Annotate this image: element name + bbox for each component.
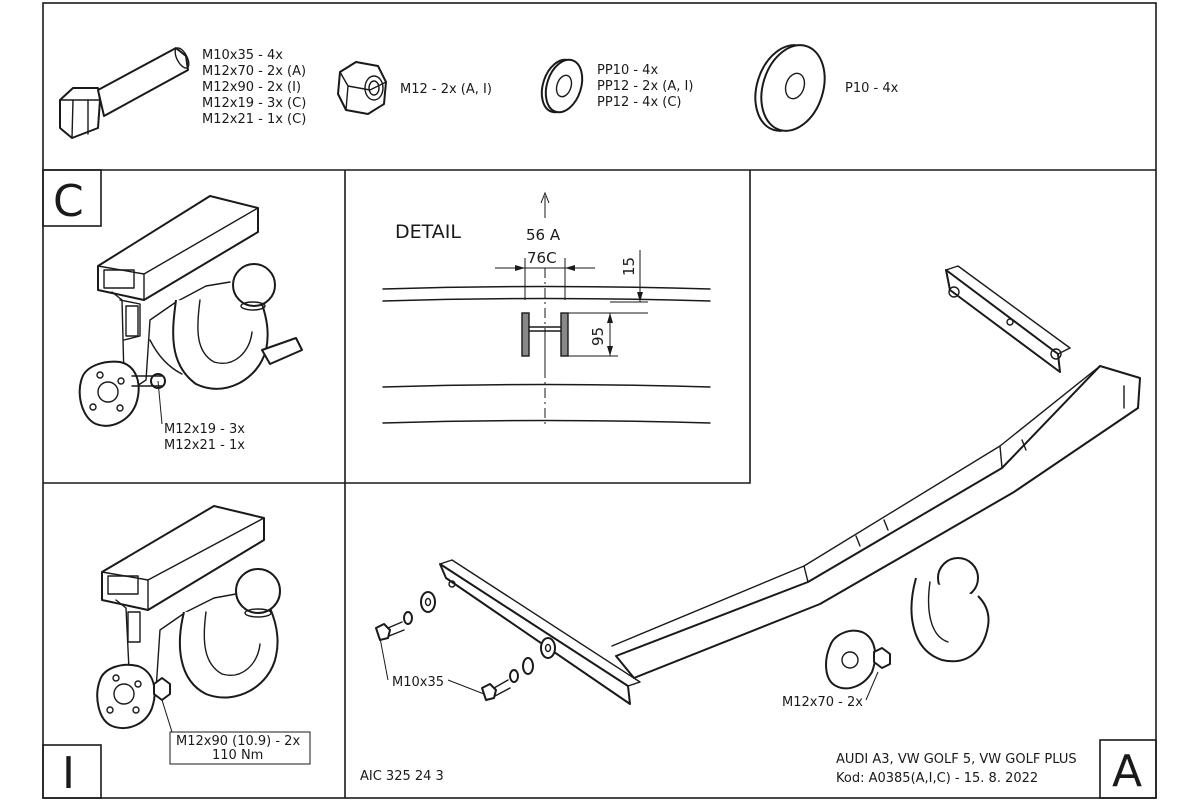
bolt-spec-2: M12x70 - 2x (A) xyxy=(202,64,306,79)
towbar-variant-c-drawing xyxy=(78,195,303,427)
panel-a: A xyxy=(360,265,1157,799)
washer-small-spec-2: PP12 - 2x (A, I) xyxy=(597,79,693,94)
vehicle-list: AUDI A3, VW GOLF 5, VW GOLF PLUS xyxy=(836,752,1077,767)
towbar-assembly-drawing xyxy=(375,265,1141,705)
bolt-icon xyxy=(59,47,190,139)
detail-dim-76c: 76C xyxy=(527,249,557,267)
panel-a-bolt-left: M10x35 xyxy=(392,675,444,690)
nut-spec: M12 - 2x (A, I) xyxy=(400,82,492,97)
sheet-frame xyxy=(42,2,1157,799)
panel-c: C xyxy=(42,169,303,453)
washer-large-icon xyxy=(754,44,826,132)
detail-title: DETAIL xyxy=(395,221,461,243)
detail-dim-56a: 56 A xyxy=(526,226,561,244)
drawing-number: AIC 325 24 3 xyxy=(360,769,444,784)
detail-view: DETAIL 56 A 76C 15 95 xyxy=(382,191,711,425)
nut-icon xyxy=(337,61,387,115)
panel-c-bolt-2: M12x21 - 1x xyxy=(164,438,245,453)
towbar-variant-i-drawing xyxy=(96,505,281,733)
panel-i-torque: 110 Nm xyxy=(212,748,263,763)
washer-small-spec-1: PP10 - 4x xyxy=(597,63,658,78)
bolt-spec-3: M12x90 - 2x (I) xyxy=(202,80,301,95)
washer-small-icon xyxy=(540,58,584,114)
panel-a-bolt-right: M12x70 - 2x xyxy=(782,695,863,710)
panel-i: I M12x90 (10.9) - 2x 110 Nm xyxy=(42,505,311,799)
washer-large-spec: P10 - 4x xyxy=(845,81,899,96)
bolt-spec-1: M10x35 - 4x xyxy=(202,48,283,63)
panel-c-letter: C xyxy=(53,176,84,227)
panel-a-letter: A xyxy=(1112,746,1142,797)
parts-list: M10x35 - 4x M12x70 - 2x (A) M12x90 - 2x … xyxy=(59,44,899,139)
panel-i-bolt-spec: M12x90 (10.9) - 2x xyxy=(176,734,300,749)
washer-small-spec-3: PP12 - 4x (C) xyxy=(597,95,682,110)
detail-dim-95: 95 xyxy=(589,327,607,346)
panel-c-bolt-1: M12x19 - 3x xyxy=(164,422,245,437)
product-code: Kod: A0385(A,I,C) - 15. 8. 2022 xyxy=(836,771,1038,786)
bolt-spec-4: M12x19 - 3x (C) xyxy=(202,96,306,111)
detail-dim-15: 15 xyxy=(620,257,638,276)
panel-i-letter: I xyxy=(62,748,75,799)
bolt-spec-5: M12x21 - 1x (C) xyxy=(202,112,306,127)
